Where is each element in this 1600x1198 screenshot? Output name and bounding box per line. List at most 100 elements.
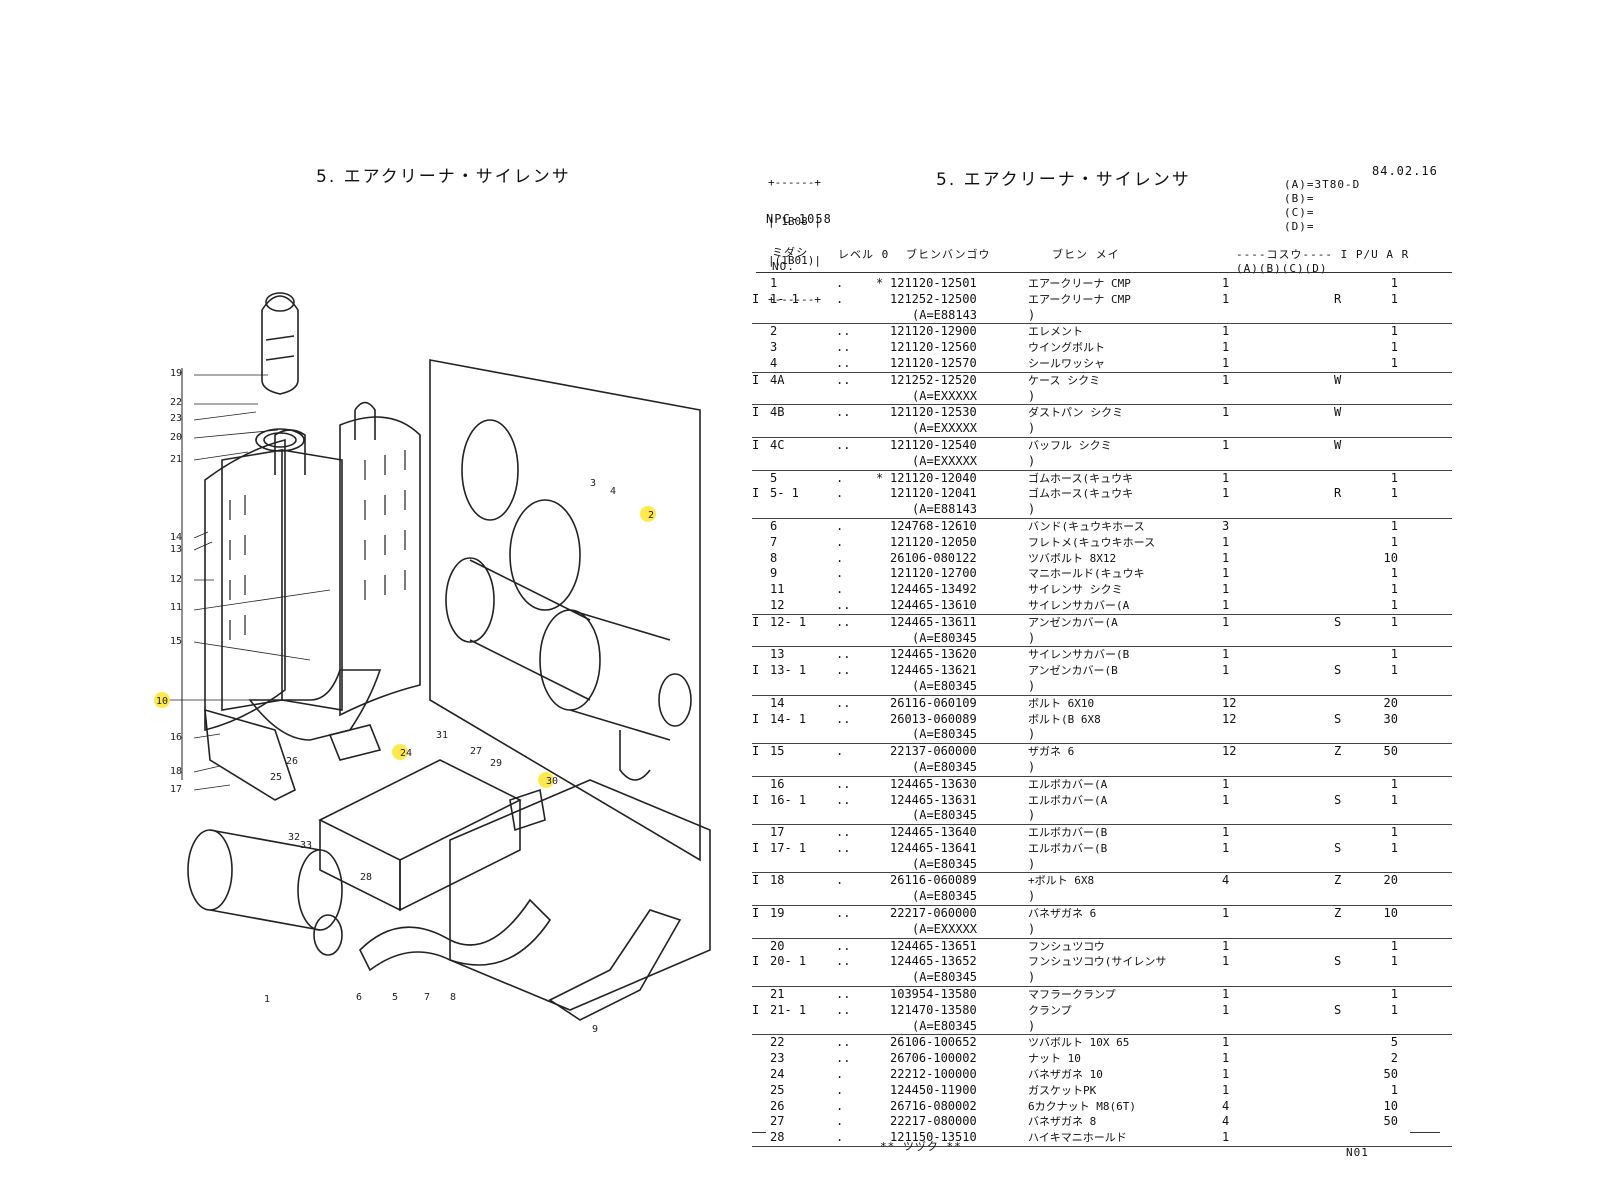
part-number: 124465-13641 [890,840,977,855]
quantity: 1 [1222,437,1230,452]
code-box: +------+ | 1B08 | |(1B01)| +------+ [768,150,821,319]
part-number: 121252-12520 [890,372,977,387]
quantity: 1 [1222,566,1230,581]
interchange-code: Z [1334,906,1342,921]
footer-tick [752,1132,766,1133]
item-number: 11 [770,582,785,597]
item-number: 4 [770,355,778,370]
part-name: ボルト 6X10 [1028,696,1095,710]
callout-label: 15 [170,636,182,647]
quantity: 1 [1222,582,1230,597]
callout-label: 5 [392,992,398,1003]
part-note-row: (A=E80345) [752,727,1452,745]
part-name: ボルト(B 6X8 [1028,712,1101,726]
quantity: 1 [1222,324,1230,339]
level: .. [836,340,851,355]
pack-unit: 1 [1390,534,1398,549]
level: .. [836,324,851,339]
callout-label: 25 [270,772,282,783]
part-name: ザガネ 6 [1028,745,1075,759]
serial-note: (A=E80345 [912,727,978,742]
serial-note-close: ) [1028,1018,1036,1033]
level: .. [836,954,851,969]
serial-note: (A=EXXXXX [912,453,978,468]
serial-note: (A=E80345 [912,678,978,693]
part-number: 121150-13510 [890,1130,977,1145]
serial-note: (A=E80345 [912,970,978,985]
callout-label: 16 [170,732,182,743]
item-number: 8 [770,550,778,565]
quantity: 1 [1222,938,1230,953]
part-number: 121120-12041 [890,486,977,501]
level: . [836,1067,844,1082]
level: .. [836,647,851,662]
part-name: エルボカバー(B [1028,841,1108,855]
part-number: 124450-11900 [890,1082,977,1097]
npc-code: NPC-1058 [766,212,832,226]
part-note-row: (A=E80345) [752,889,1452,907]
col-header-part-number: ブヒンバンゴウ [906,248,991,261]
part-name: +ボルト 6X8 [1028,874,1095,888]
item-number: 20- 1 [770,954,807,969]
interchange-code: S [1334,840,1342,855]
item-number: 6 [770,518,778,533]
pack-unit: 30 [1383,711,1398,726]
interchange-code: W [1334,372,1342,387]
quantity: 1 [1222,597,1230,612]
interchange-code: W [1334,437,1342,452]
quantity: 1 [1222,954,1230,969]
pack-unit: 5 [1390,1035,1398,1050]
col-header-qty-sub: (A)(B)(C)(D) [1236,262,1328,275]
interchange-code: R [1334,291,1342,306]
part-note-row: (A=E80345) [752,760,1452,777]
level: . [836,582,844,597]
pack-unit: 1 [1390,470,1398,485]
part-number: 124465-13492 [890,582,977,597]
quantity: 1 [1222,792,1230,807]
part-name: ウイングボルト [1028,341,1105,355]
col-header-qty: ----コスウ---- I P/U A R [1236,248,1410,261]
serial-note: (A=E80345 [912,808,978,823]
level: . [836,1130,844,1145]
level: . [836,486,844,501]
level: .. [836,614,851,629]
item-number: 1 [770,276,778,290]
part-name: サイレンサ シクミ [1028,583,1123,597]
callout-label: 1 [264,994,270,1005]
part-number: 121470-13580 [890,1002,977,1017]
callout-label: 12 [170,574,182,585]
footer-tick [1410,1132,1440,1133]
level: . [836,518,844,533]
page-number: N01 [1346,1146,1369,1159]
part-number: 26706-100002 [890,1051,977,1066]
pack-unit: 1 [1390,954,1398,969]
pack-unit: 1 [1390,340,1398,355]
serial-note: (A=E80345 [912,856,978,871]
quantity: 1 [1222,291,1230,306]
item-number: 4C [770,437,785,452]
serial-note-close: ) [1028,921,1036,936]
part-number: 103954-13580 [890,987,977,1002]
callout-label: 33 [300,840,312,851]
change-indicator: I [752,486,760,501]
part-note-row: (A=EXXXXX) [752,421,1452,438]
serial-note-close: ) [1028,856,1036,871]
pack-unit: 1 [1390,355,1398,370]
callout-label: 26 [286,756,298,767]
serial-note: (A=EXXXXX [912,921,978,936]
change-indicator: I [752,744,760,759]
pack-unit: 1 [1390,518,1398,533]
level: . [836,550,844,565]
level: .. [836,1002,851,1017]
level: . [836,470,844,485]
quantity: 4 [1222,1114,1230,1129]
pack-unit: 50 [1383,1067,1398,1082]
